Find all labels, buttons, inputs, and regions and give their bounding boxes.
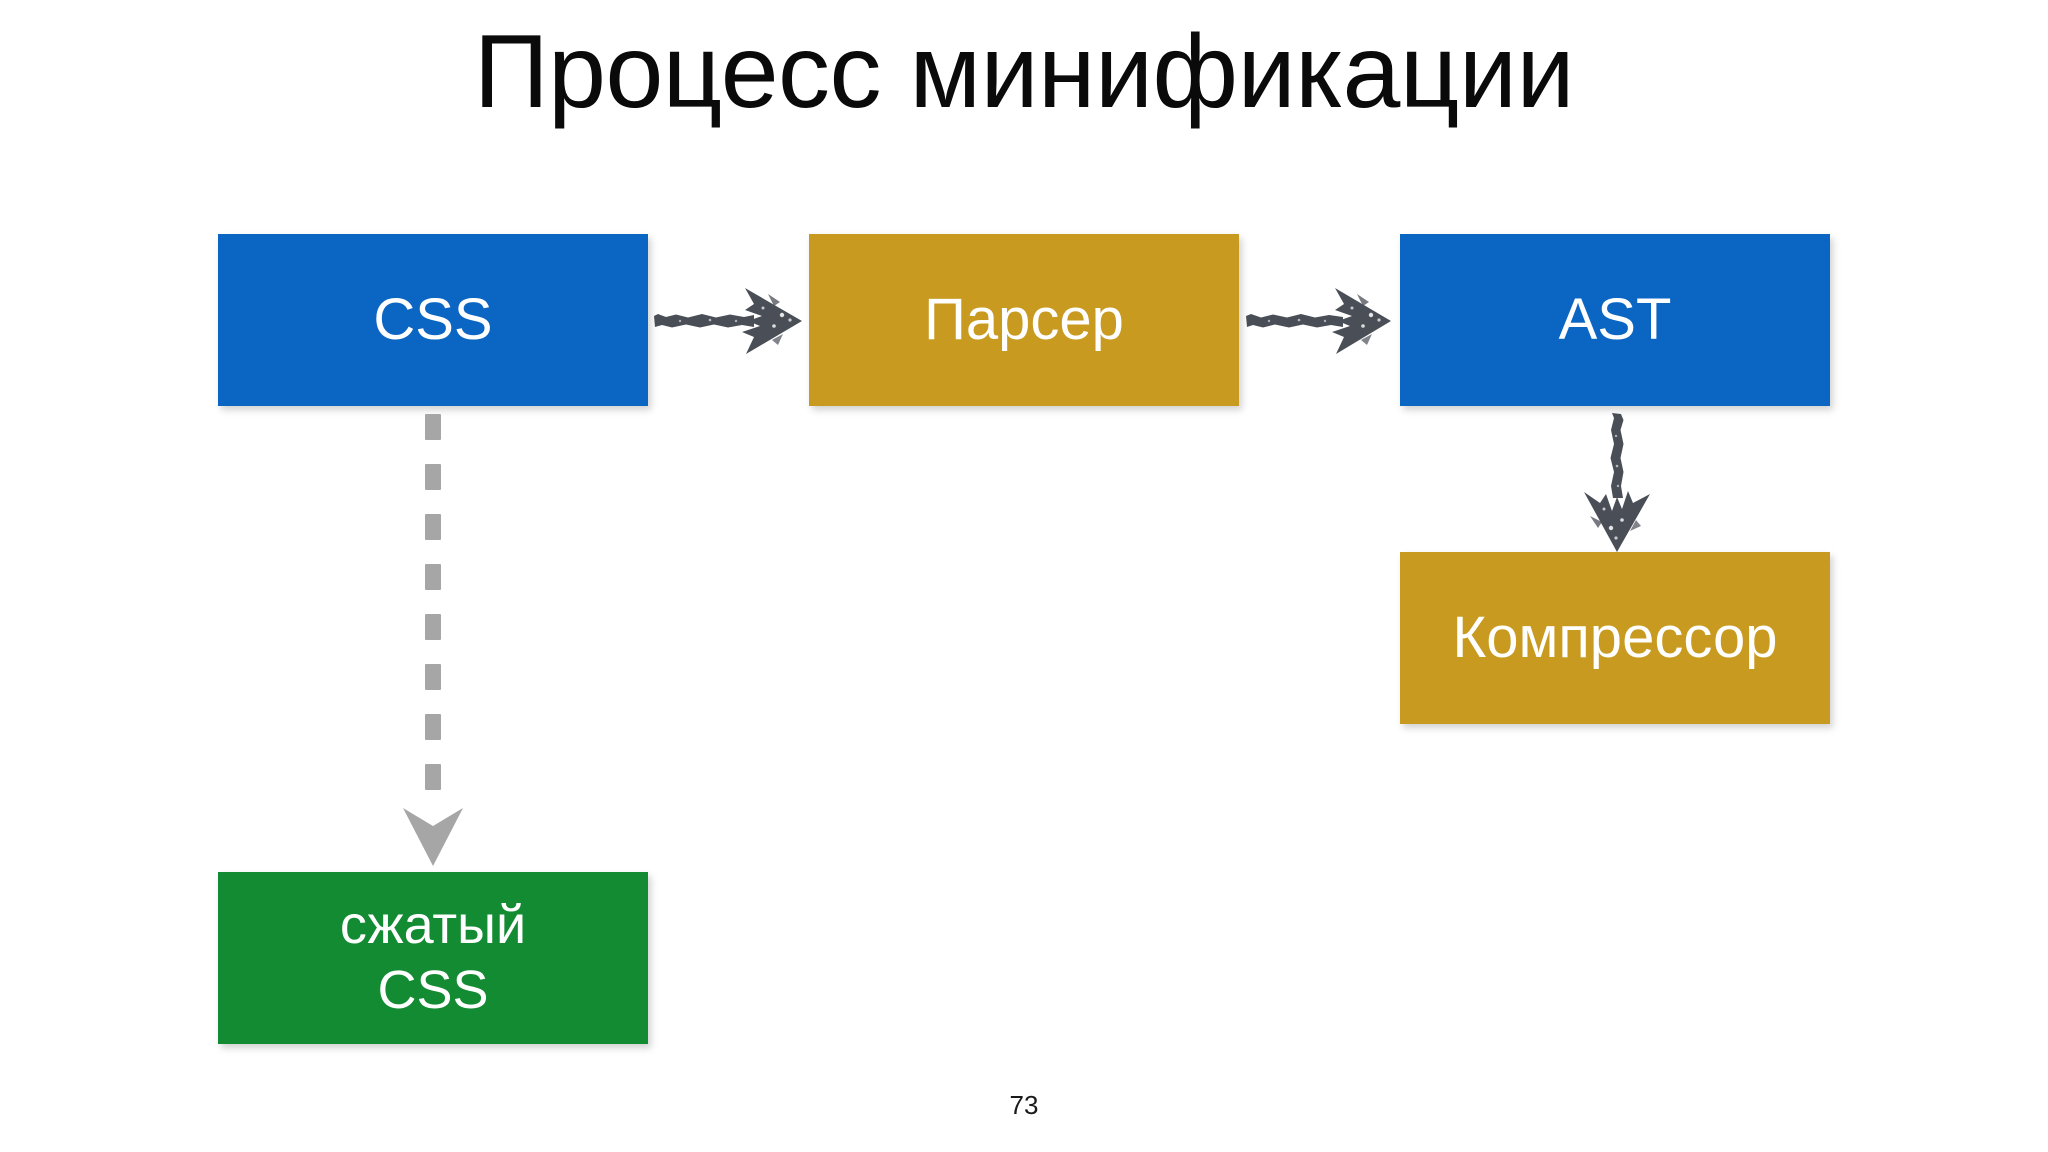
diagram-node-minified-css[interactable]: сжатый CSS [218, 872, 648, 1044]
diagram-node-ast[interactable]: AST [1400, 234, 1830, 406]
page-title: Процесс минификации [473, 14, 1575, 130]
arrow-down-icon-ast-to-compressor [1584, 413, 1650, 552]
diagram-node-compressor-label: Компрессор [1452, 605, 1778, 671]
diagram-node-css-label: CSS [373, 287, 493, 353]
arrow-right-icon-css-to-parser [654, 288, 802, 354]
diagram-node-compressor[interactable]: Компрессор [1400, 552, 1830, 724]
diagram-node-parser[interactable]: Парсер [809, 234, 1239, 406]
arrow-right-icon-parser-to-ast [1246, 288, 1391, 354]
page-number: 73 [1009, 1090, 1039, 1120]
diagram-node-css[interactable]: CSS [218, 234, 648, 406]
diagram-node-ast-label: AST [1558, 287, 1672, 353]
dashed-arrow-down-icon-css-to-minified-css [403, 414, 463, 866]
diagram-node-parser-label: Парсер [924, 287, 1124, 353]
diagram-node-minified-css-label: сжатый CSS [339, 895, 527, 1020]
